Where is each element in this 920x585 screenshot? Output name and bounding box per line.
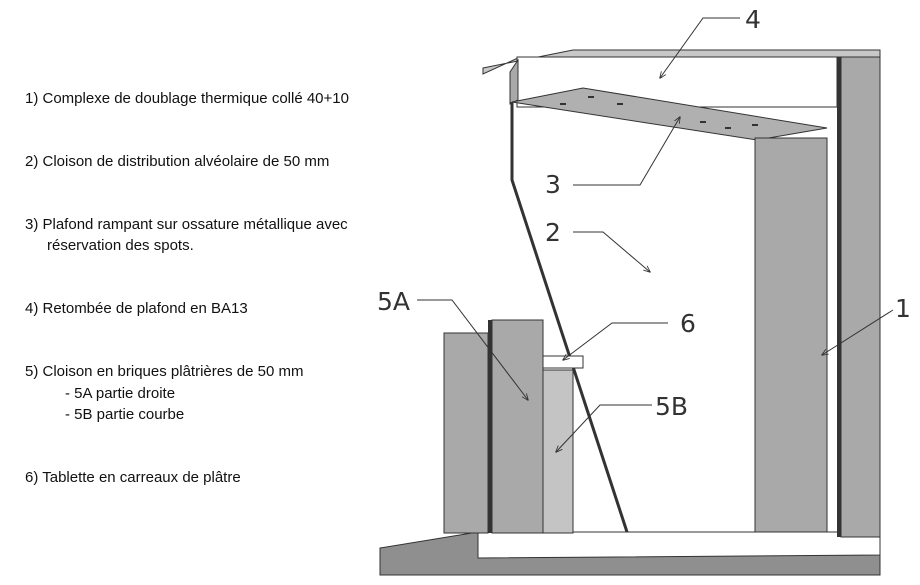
leader-6 <box>563 322 668 360</box>
leader-5a <box>417 299 528 400</box>
legend-item-5a: - 5A partie droite <box>65 385 176 402</box>
callout-6: 6 <box>680 309 696 338</box>
ceiling-drop-side <box>509 58 519 105</box>
thermal-lining-panel <box>754 137 828 533</box>
leader-5b <box>556 404 652 452</box>
callout-4: 4 <box>745 5 761 34</box>
callout-3: 3 <box>545 170 561 199</box>
brick-5b <box>542 369 574 534</box>
callout-5a: 5A <box>377 287 410 316</box>
leader-3 <box>573 117 680 186</box>
callout-5b: 5B <box>655 392 688 421</box>
legend-item-3-cont: réservation des spots. <box>47 237 194 254</box>
legend-item-2: 2) Cloison de distribution alvéolaire de… <box>25 153 330 170</box>
brick-5a-back <box>443 332 489 534</box>
floor-slab <box>477 531 881 559</box>
callout-2: 2 <box>545 218 561 247</box>
wall-dark-line <box>837 57 841 537</box>
legend-item-6: 6) Tablette en carreaux de plâtre <box>25 469 241 486</box>
leader-2 <box>573 231 650 272</box>
leader-4 <box>660 17 740 78</box>
legend-item-1: 1) Complexe de doublage thermique collé … <box>25 90 349 107</box>
brick-5a-line <box>488 320 492 533</box>
brick-5a <box>491 319 544 534</box>
sloped-ceiling <box>511 87 828 141</box>
leader-1 <box>822 309 894 355</box>
legend-item-3: 3) Plafond rampant sur ossature métalliq… <box>25 216 348 233</box>
spot-reservations <box>560 96 758 129</box>
legend-item-4: 4) Retombée de plafond en BA13 <box>25 300 248 317</box>
legend-item-5: 5) Cloison en briques plâtrières de 50 m… <box>25 363 304 380</box>
shelf-6 <box>542 355 584 369</box>
legend-item-5b: - 5B partie courbe <box>65 406 185 423</box>
callout-1: 1 <box>895 294 911 323</box>
right-wall <box>840 56 881 538</box>
partition-line <box>510 102 629 533</box>
